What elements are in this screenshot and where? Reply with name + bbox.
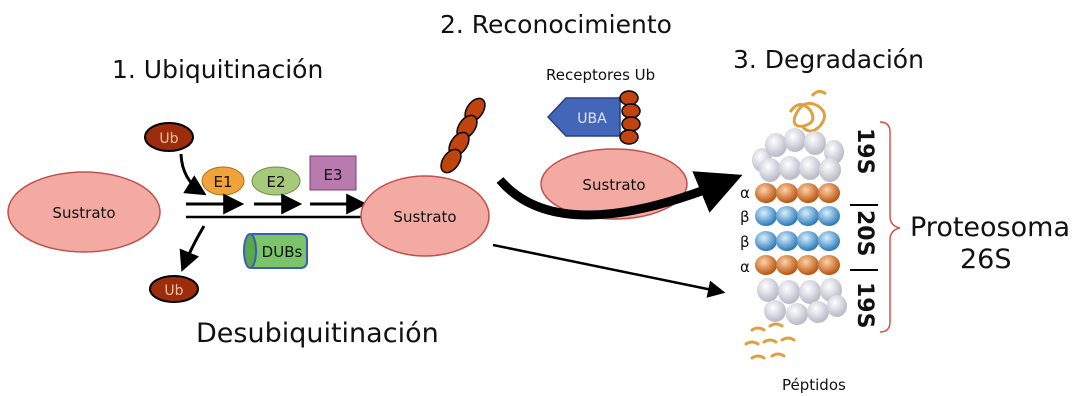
proteasome-26s-icon	[744, 89, 847, 360]
ring-alpha-bottom	[755, 255, 840, 275]
e3-label: E3	[323, 166, 342, 184]
dubs-icon: DUBs	[243, 233, 308, 269]
ring-beta-2	[755, 231, 840, 251]
e1-enzyme: E1	[201, 166, 245, 196]
uba-label: UBA	[577, 111, 607, 127]
cap-bottom	[757, 278, 847, 325]
receptors-label: Receptores Ub	[546, 66, 655, 84]
alpha-bottom-label: α	[740, 258, 750, 276]
beta-1-label: β	[740, 208, 750, 226]
ring-alpha-top	[755, 183, 840, 203]
dubs-label: DUBs	[262, 243, 303, 261]
ub-out-arrow	[179, 225, 206, 272]
peptides-label: Péptidos	[782, 376, 846, 394]
heading-degradation: 3. Degradación	[733, 45, 924, 74]
ub-in-arrow	[179, 153, 207, 196]
substrate-center-label: Sustrato	[393, 208, 456, 226]
substrate-left: Sustrato	[7, 171, 161, 253]
deubiquitination-label: Desubiquitinación	[196, 318, 439, 349]
substrate-top: Sustrato	[540, 148, 688, 220]
alpha-top-label: α	[740, 184, 750, 202]
subunit-19s-top: 19S	[852, 128, 877, 174]
beta-2-label: β	[740, 233, 750, 251]
proteasome-bracket	[879, 121, 901, 333]
degradation-arrow	[492, 243, 726, 298]
substrate-left-label: Sustrato	[52, 204, 115, 222]
ub-bottom-label: Ub	[164, 283, 183, 299]
ub-bottom-icon: Ub	[149, 275, 199, 303]
substrate-center: Sustrato	[360, 175, 490, 257]
heading-recognition: 2. Reconocimiento	[440, 10, 672, 39]
peptides-icon	[744, 322, 796, 360]
ring-beta-1	[755, 206, 840, 226]
ubiquitin-chain	[440, 97, 486, 174]
subunit-20s: 20S	[852, 210, 877, 256]
e3-enzyme: E3	[309, 155, 357, 191]
e1-label: E1	[213, 173, 232, 191]
ub-top-label: Ub	[159, 131, 178, 147]
heading-ubiquitination: 1. Ubiquitinación	[112, 55, 323, 84]
uba-receptor-icon: UBA	[546, 90, 641, 145]
e2-enzyme: E2	[251, 166, 301, 196]
proteasome-label-line1: Proteosoma	[910, 212, 1070, 243]
e2-label: E2	[266, 173, 285, 191]
proteasome-label-line2: 26S	[960, 244, 1012, 275]
ub-top-icon: Ub	[144, 122, 194, 152]
cap-top	[752, 128, 844, 182]
substrate-top-label: Sustrato	[582, 176, 645, 194]
subunit-19s-bottom: 19S	[852, 282, 877, 328]
recognition-arrow	[496, 171, 743, 220]
